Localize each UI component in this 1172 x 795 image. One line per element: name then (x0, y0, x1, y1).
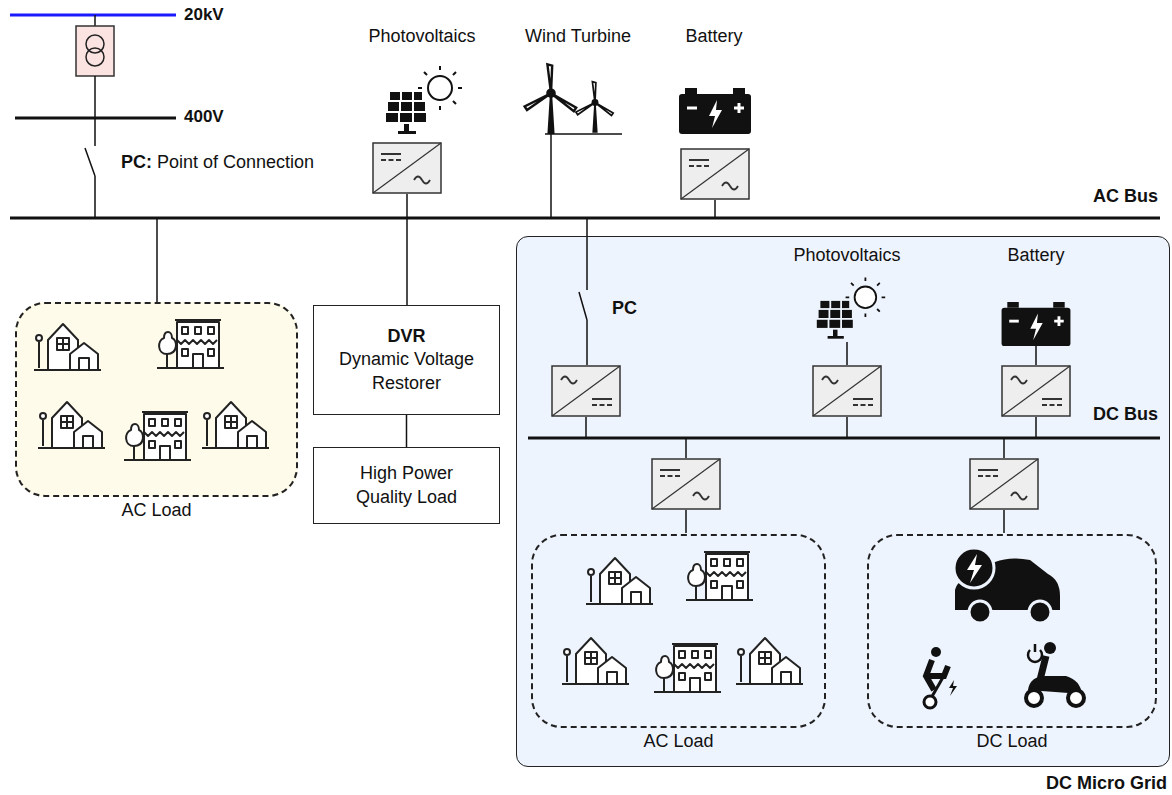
region-label: DC Micro Grid (1046, 772, 1167, 795)
process-box: High Power Quality Load (313, 447, 500, 524)
text-label: Photovoltaics (368, 26, 475, 48)
wire-shape (931, 647, 941, 657)
text-label: Wind Turbine (525, 26, 631, 48)
wire-shape (949, 680, 957, 696)
group-label: DC Load (869, 730, 1155, 753)
wire-shape (586, 417, 1036, 438)
load-group: AC Load (15, 302, 298, 497)
wire-shape (94, 15, 96, 26)
wire-shape (686, 438, 1004, 533)
switch (85, 118, 95, 218)
wire-shape (1068, 690, 1084, 706)
icon-symbol (681, 149, 749, 199)
text-label: AC Bus (1093, 186, 1158, 208)
icon-symbol (576, 82, 613, 132)
wire-shape (94, 76, 96, 118)
icon-symbol (38, 402, 105, 448)
icon-symbol (157, 320, 224, 368)
icon-symbol (552, 366, 620, 416)
wire-shape (714, 200, 716, 218)
box-heading: DVR (387, 325, 425, 348)
icon-symbol (1002, 366, 1070, 416)
wire-shape (1035, 346, 1037, 365)
text-label: PC: (121, 152, 152, 174)
wire-shape (156, 218, 158, 302)
icon-symbol (679, 88, 751, 134)
wire-shape (406, 194, 408, 218)
icon-symbol (686, 552, 753, 600)
connector-line (406, 415, 408, 447)
text-label: Photovoltaics (793, 245, 900, 267)
wire-shape (579, 218, 587, 365)
load-group: AC Load (531, 534, 826, 728)
wire-shape (954, 548, 994, 588)
icon-symbol (813, 366, 881, 416)
icon-symbol (562, 638, 629, 684)
wire-shape (545, 133, 622, 135)
microgrid-ground (516, 236, 1170, 767)
icon-symbol (817, 278, 885, 339)
box-text: Dynamic Voltage Restorer (332, 348, 482, 395)
icon-symbol (1002, 302, 1071, 346)
text-label: 400V (184, 107, 224, 127)
text-label: Point of Connection (157, 152, 314, 174)
wire-shape (967, 554, 982, 583)
text-label: DC Bus (1093, 404, 1158, 426)
wire-shape (924, 696, 936, 708)
process-box: DVRDynamic Voltage Restorer (313, 305, 500, 415)
wire-shape (1026, 690, 1042, 706)
transformer (76, 26, 114, 76)
wire-shape (406, 218, 408, 305)
ac-bus (10, 217, 1160, 220)
load-group: DC Load (867, 534, 1157, 728)
text-label: 20kV (184, 5, 224, 25)
dc-bus (528, 437, 1160, 440)
wire-shape (86, 48, 104, 66)
wire-shape (846, 342, 848, 365)
ev-icons (924, 548, 1084, 708)
icon-symbol (654, 644, 721, 692)
icon-symbol (525, 64, 577, 134)
wire-shape (550, 134, 552, 218)
box-text: High Power Quality Load (339, 462, 474, 509)
icon-symbol (970, 459, 1038, 509)
text-label: Battery (1007, 245, 1064, 267)
ac-load-ground (15, 302, 298, 497)
wire-shape (969, 601, 991, 623)
icon-symbol (586, 558, 653, 604)
wire-shape (1028, 644, 1042, 662)
text-label: PC (612, 298, 637, 320)
icon-symbol (736, 638, 803, 684)
text-label: Battery (685, 26, 742, 48)
wire-shape (1044, 642, 1056, 654)
icon-symbol (386, 66, 462, 134)
icon-symbol (34, 324, 101, 370)
mv-bus (10, 14, 176, 17)
icon-symbol (373, 143, 441, 193)
wire-shape (1029, 601, 1051, 623)
icon-symbol (202, 402, 269, 448)
group-label: AC Load (533, 730, 824, 753)
icon-symbol (652, 459, 720, 509)
group-label: AC Load (17, 499, 296, 522)
icon-symbol (124, 412, 191, 460)
